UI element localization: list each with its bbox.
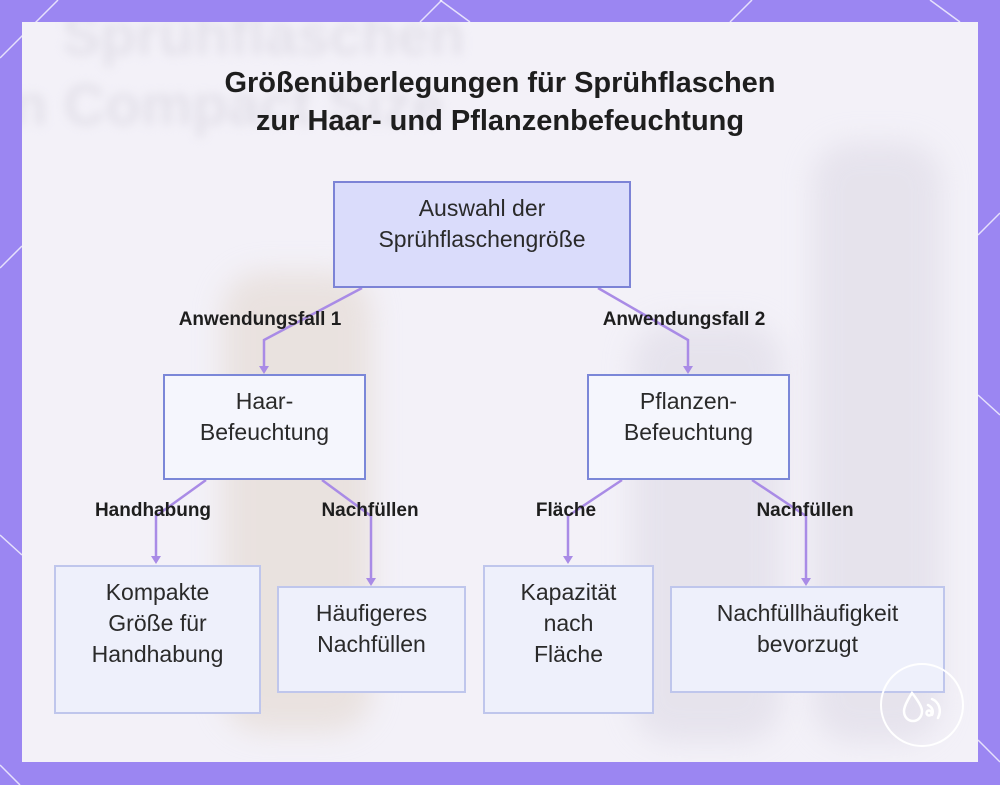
node-text: Kompakte: [105, 579, 210, 605]
node-hair-moistening: Haar- Befeuchtung: [163, 374, 366, 480]
node-text: Haar-: [235, 388, 294, 414]
diagram-title: Größenüberlegungen für Sprühflaschen zur…: [0, 64, 1000, 140]
background-watermark-text: n Compact Size: [22, 73, 444, 138]
edge-label-area: Fläche: [535, 500, 597, 521]
title-line: Größenüberlegungen für Sprühflaschen: [224, 67, 776, 99]
node-text: Nachfüllhäufigkeit: [716, 600, 899, 626]
node-text: Sprühflaschengröße: [378, 226, 586, 252]
edge-label-refill-plant: Nachfüllen: [756, 500, 854, 521]
node-text: Größe für: [108, 610, 207, 636]
edge-label-use-case-1: Anwendungsfall 1: [178, 309, 342, 330]
title-line: zur Haar- und Pflanzenbefeuchtung: [255, 105, 745, 137]
node-text: Handhabung: [91, 641, 224, 667]
edge-label-refill-hair: Nachfüllen: [321, 500, 419, 521]
node-text: Fläche: [533, 641, 604, 667]
node-plant-moistening: Pflanzen- Befeuchtung: [587, 374, 790, 480]
node-compact-size: Kompakte Größe für Handhabung: [54, 565, 261, 714]
node-text: Nachfüllen: [317, 631, 426, 657]
water-drop-icon: [902, 690, 941, 723]
edge-label-handling: Handhabung: [94, 500, 212, 521]
water-drop-logo-icon: [880, 663, 964, 747]
node-text: Befeuchtung: [623, 419, 754, 445]
node-text: Befeuchtung: [199, 419, 330, 445]
node-frequent-refill: Häufigeres Nachfüllen: [277, 586, 466, 693]
background-watermark-text: Sprühflaschen: [62, 22, 465, 68]
node-text: Häufigeres: [315, 600, 428, 626]
node-text: Auswahl der: [418, 195, 546, 221]
node-text: Pflanzen-: [639, 388, 738, 414]
node-text: nach: [543, 610, 594, 636]
edge-label-use-case-2: Anwendungsfall 2: [602, 309, 766, 330]
node-text: bevorzugt: [756, 631, 858, 657]
node-text: Kapazität: [520, 579, 617, 605]
node-capacity-by-area: Kapazität nach Fläche: [483, 565, 654, 714]
node-root-size-selection: Auswahl der Sprühflaschengröße: [333, 181, 631, 288]
node-refill-frequency-preferred: Nachfüllhäufigkeit bevorzugt: [670, 586, 945, 693]
